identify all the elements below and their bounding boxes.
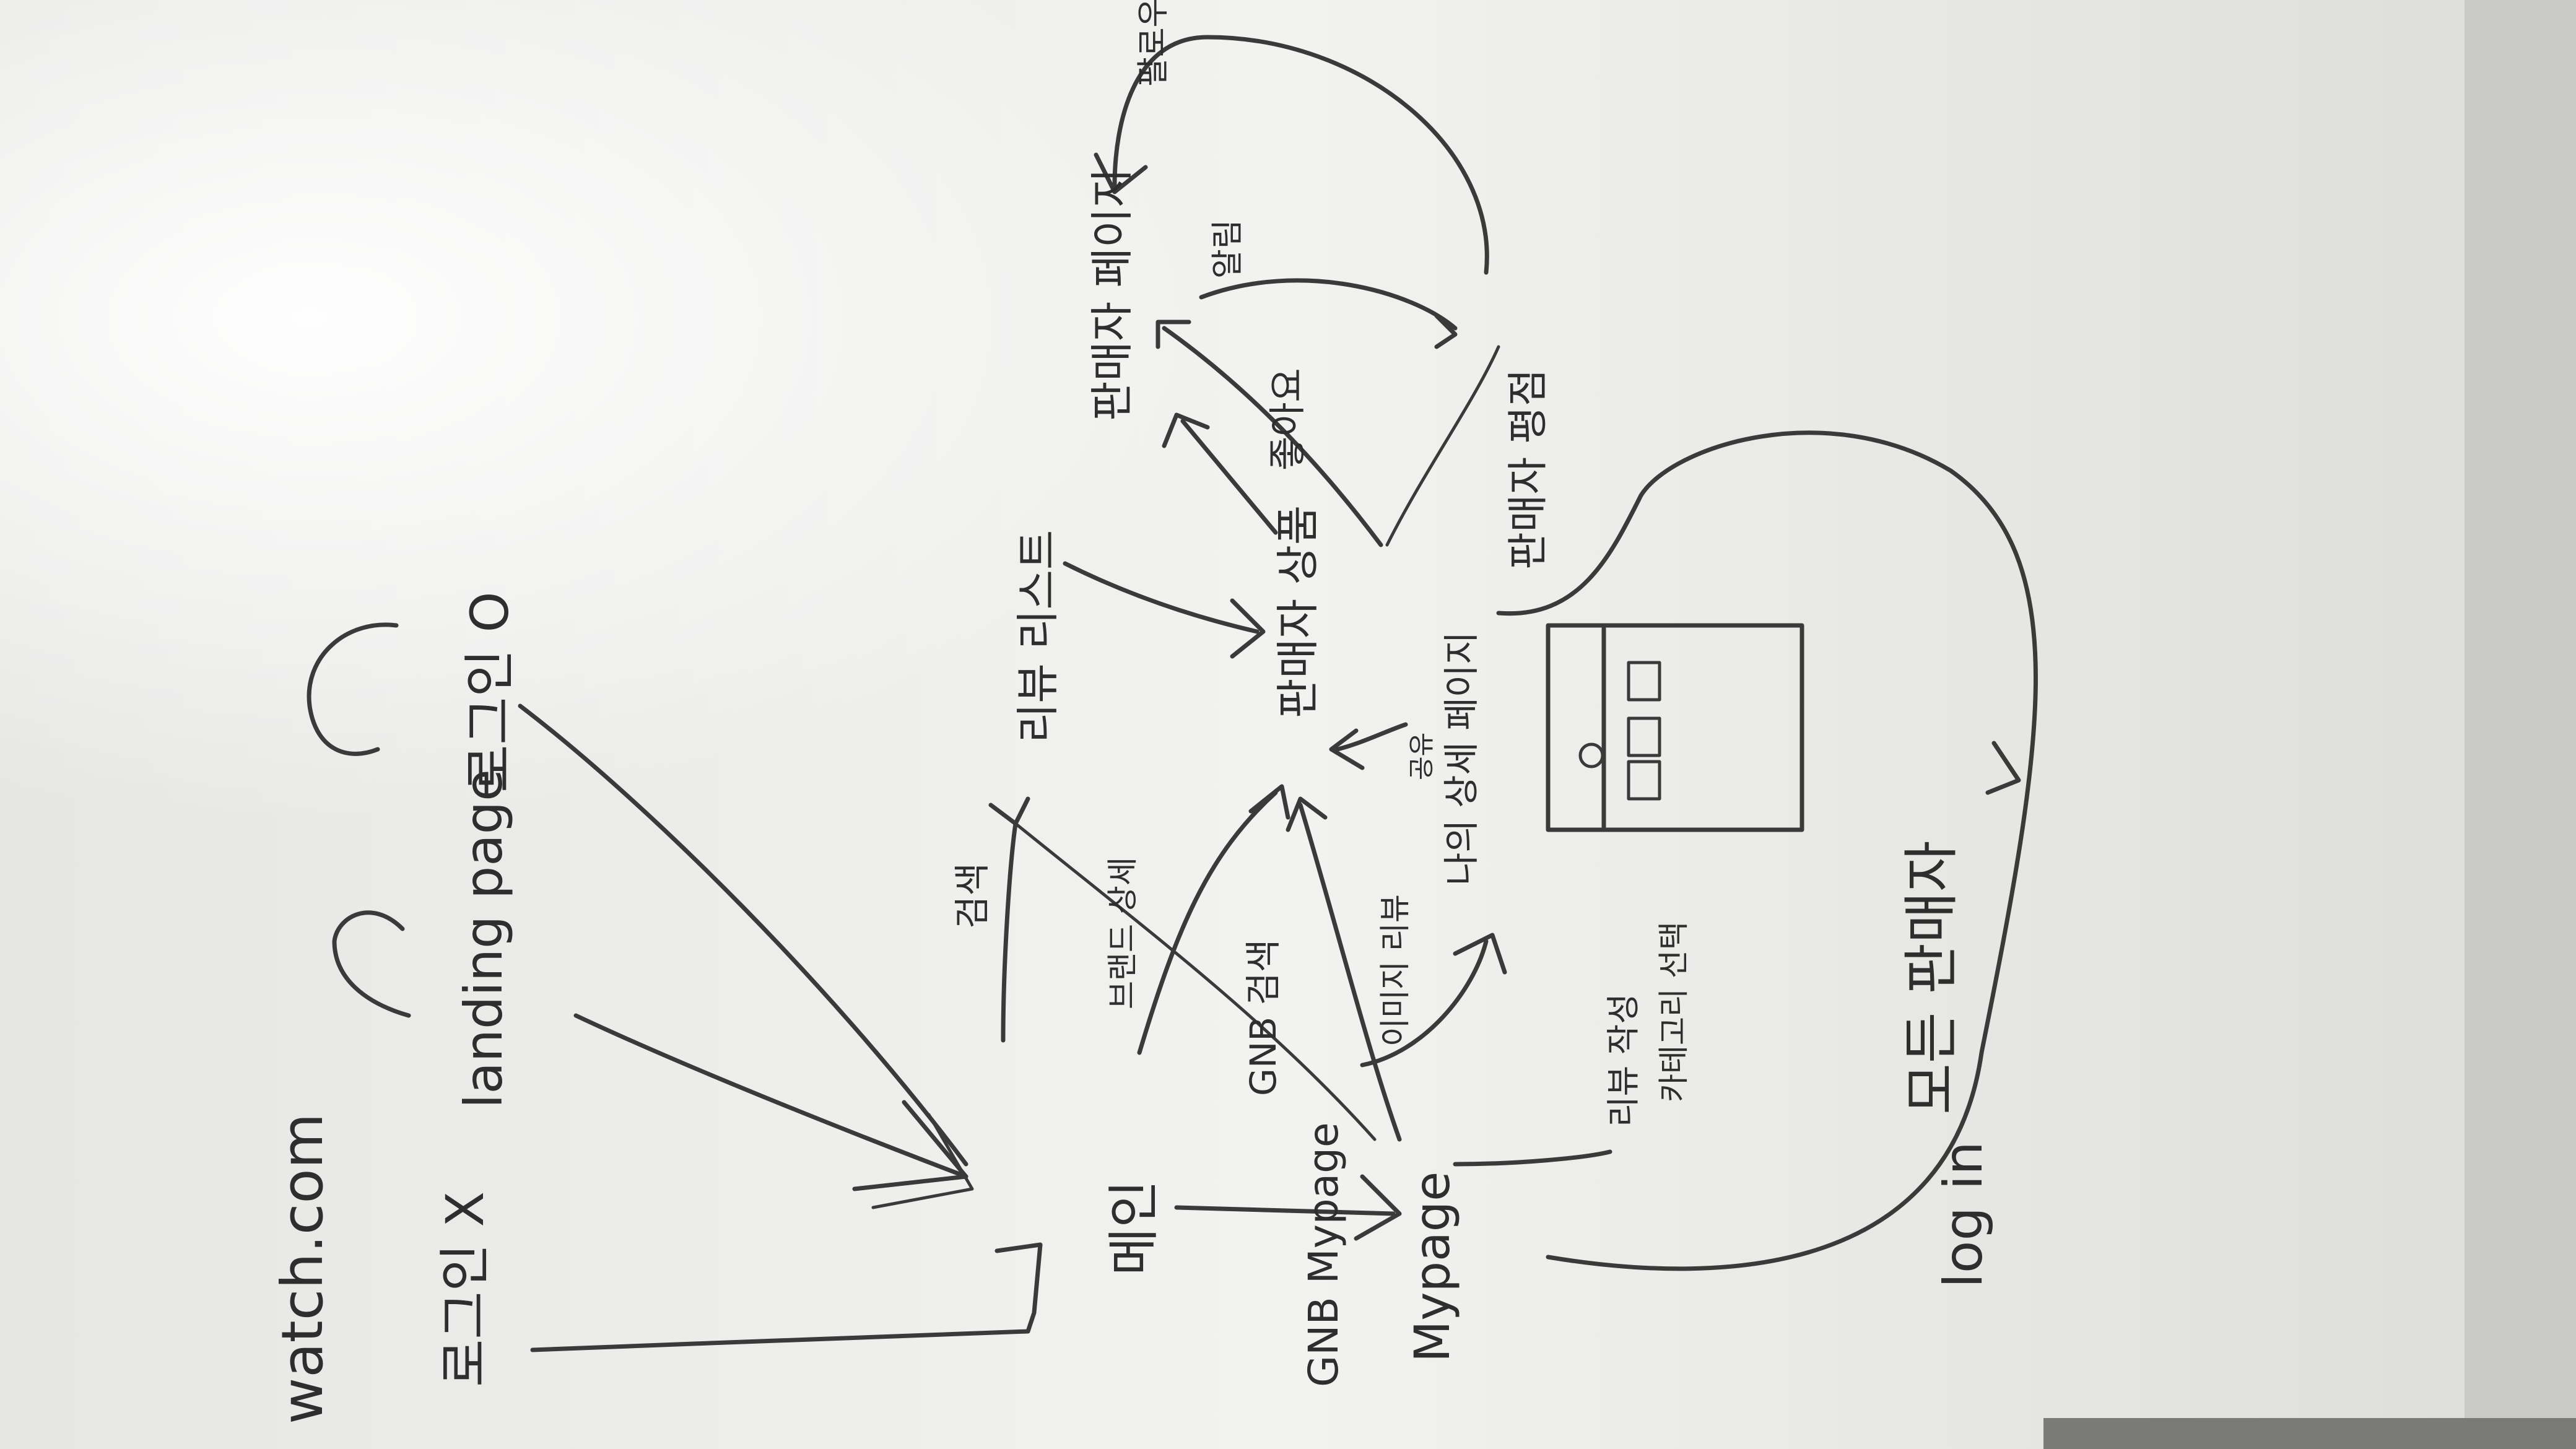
arrowhead-notify [1434,313,1458,349]
diagram-edges [307,35,2038,1352]
label-login-o: 로그인 O [459,591,520,793]
edge-label-search: 검색 [951,863,993,929]
edge-rating-cross [1385,345,1500,547]
arrowhead-login-loop [1985,741,2021,795]
arrowhead-category [1453,933,1507,975]
label-mypage: Mypage [1405,1172,1461,1362]
label-review-list: 리뷰 리스트 [1012,530,1063,743]
arrowhead-main-2 [871,1113,974,1209]
edge-label-image-review: 이미지 리뷰 [1377,894,1413,1046]
label-main: 메인 [1103,1180,1164,1276]
label-write-review: 리뷰 작성 [1604,993,1643,1127]
edge-label-notify: 알림 [1209,219,1247,279]
label-my-detail: 나의 상세 페이지 [1440,632,1482,886]
arrowhead-share [1155,320,1191,349]
label-seller-rating: 판매자 평점 [1504,368,1552,570]
label-landing: landing page [453,769,514,1108]
edge-label-login: log in [1933,1141,1995,1288]
diagram-labels: watch.com 로그인 X landing page 로그인 O 메인 GN… [269,0,1995,1424]
edge-reviewlist-product [1063,561,1260,634]
edge-login-loop [1496,430,2038,1271]
arrowhead-product-2 [1286,796,1328,832]
edge-label-gnb-search: GNB 검색 [1242,939,1284,1096]
edge-category [1360,939,1489,1068]
arrowhead-product [1248,784,1290,820]
edge-rating-product [1335,722,1408,752]
loop-landing [332,910,411,1018]
edge-brand-detail [1014,822,1377,1141]
label-login-x: 로그인 X [435,1191,495,1387]
edge-logino-main [518,703,968,1167]
label-seller-page: 판매자 페이지 [1087,168,1138,421]
board-frame-bottom [2043,1418,2576,1449]
mobile-wireframe-sketch [1546,623,1804,832]
arrowhead-reviewlist [1230,598,1266,659]
edge-main-search [1001,821,1018,1043]
edge-loginx-main [530,1242,1043,1352]
arrowhead-follow [1094,152,1148,194]
edge-label-share: 공유 [1406,733,1437,780]
edge-share [1162,326,1383,547]
label-watch-com: watch.com [269,1113,336,1424]
board-frame-edge [2465,0,2576,1449]
edge-mypage-product [1298,803,1402,1142]
arrowhead-mypage [1354,1174,1402,1241]
edge-label-brand-detail: 브랜드 상세 [1105,857,1141,1009]
label-all-sellers: 모든 판매자 [1899,840,1964,1115]
edge-follow-loop [1112,35,1489,275]
edge-label-follow: 팔로우 [1135,0,1172,87]
arrowhead-rating [1329,728,1365,770]
edge-label-category: 카테고리 선택 [1656,921,1692,1102]
edge-payment [1453,1149,1612,1167]
edge-like [1180,419,1278,535]
label-gnb-mypage: GNB Mypage [1300,1122,1347,1387]
arrowhead-like [1162,412,1210,448]
edge-main-mypage [1174,1205,1396,1216]
label-product-detail: 판매자 상품 [1273,505,1323,718]
edge-label-like: 좋아요 [1266,368,1310,471]
loop-logino [307,622,399,756]
edge-notify [1199,278,1458,331]
edge-landing-main [573,1013,968,1179]
edge-main-product [1137,790,1278,1055]
